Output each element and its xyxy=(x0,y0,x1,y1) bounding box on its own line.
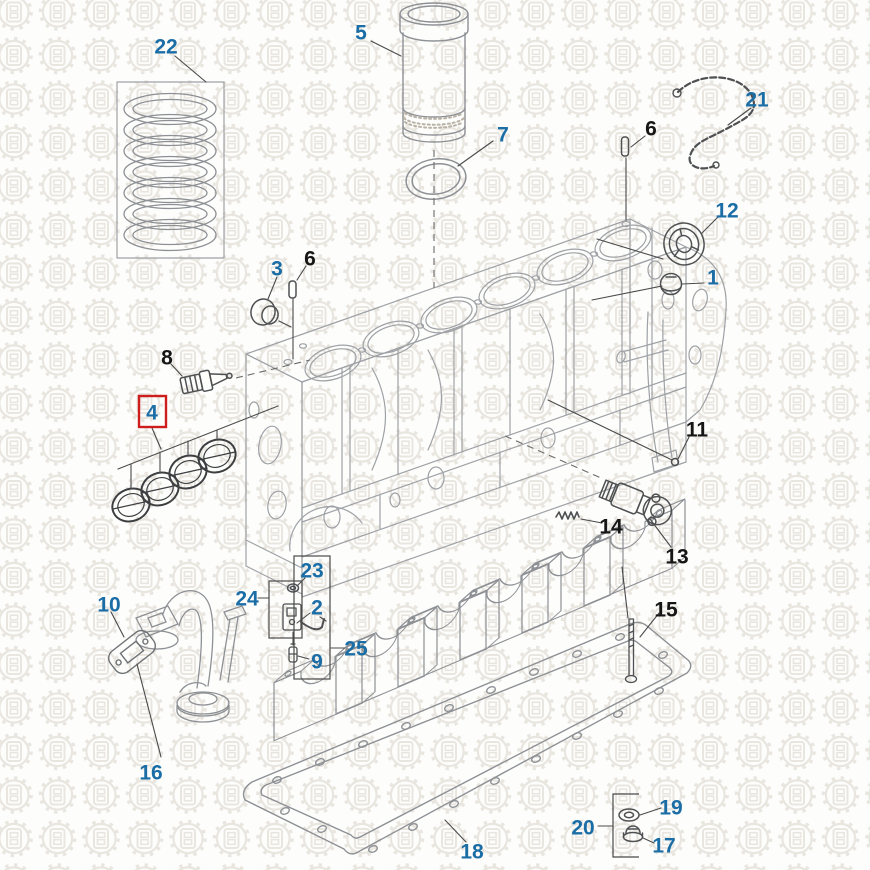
part-17-nut xyxy=(622,825,644,843)
part-label-9: 9 xyxy=(311,651,323,674)
part-2-cooling-nozzle xyxy=(282,603,327,631)
part-22-piston-ring-set xyxy=(123,92,217,252)
part-label-17: 17 xyxy=(652,835,675,858)
part-5-cylinder-liner xyxy=(399,2,469,143)
part-label-18: 18 xyxy=(460,841,484,864)
part-23-oring xyxy=(286,583,300,593)
part-label-12: 12 xyxy=(715,200,738,223)
part-label-16: 16 xyxy=(139,762,162,785)
highlight-box-part-4 xyxy=(137,394,168,429)
part-label-14: 14 xyxy=(599,516,623,539)
part-label-20: 20 xyxy=(571,817,594,840)
part-15-stud xyxy=(624,618,638,684)
part-label-19: 19 xyxy=(659,797,682,820)
part-label-4: 4 xyxy=(146,402,158,425)
part-6-dowel-pin-deck xyxy=(288,280,297,299)
part-21-cable xyxy=(676,76,755,170)
part-label-1: 1 xyxy=(707,267,719,290)
part-label-3: 3 xyxy=(271,258,283,281)
part-13-relief-valve xyxy=(598,479,673,527)
part-label-10: 10 xyxy=(97,594,120,617)
part-label-13: 13 xyxy=(665,546,688,569)
part-label-7: 7 xyxy=(497,124,509,147)
part-cylinder-block xyxy=(116,81,727,598)
part-8-sensor xyxy=(179,369,233,395)
leader-lines xyxy=(110,40,752,844)
part-label-15: 15 xyxy=(654,599,678,622)
part-3-cup-plug xyxy=(250,298,279,326)
group-box-24 xyxy=(268,580,303,639)
part-label-21: 21 xyxy=(745,89,769,112)
part-label-5: 5 xyxy=(355,22,367,45)
part-label-6-top: 6 xyxy=(645,118,657,141)
part-4-oring-set xyxy=(111,438,237,523)
part-10-suction-tube-gasket xyxy=(108,629,156,675)
part-12-seal xyxy=(663,222,705,266)
part-label-25: 25 xyxy=(344,638,368,661)
part-label-23: 23 xyxy=(300,560,323,583)
part-21-cable-ends xyxy=(672,88,720,169)
part-1-plug xyxy=(659,272,683,296)
part-18-oil-pan-gasket xyxy=(242,621,692,855)
part-label-22: 22 xyxy=(154,36,177,59)
part-label-11: 11 xyxy=(686,419,709,442)
hidden-line-dashes xyxy=(235,150,602,479)
part-6-dowel-pin-top xyxy=(620,136,630,157)
part-14-spring xyxy=(555,511,580,520)
part-label-2: 2 xyxy=(311,597,323,620)
part-label-8: 8 xyxy=(161,347,173,370)
part-19-washer xyxy=(618,808,640,822)
part-11-pipe-plug xyxy=(670,457,680,467)
part-label-6-deck: 6 xyxy=(304,248,316,271)
part-label-24: 24 xyxy=(235,588,259,611)
group-box-25 xyxy=(293,555,331,680)
part-16-oil-suction-tube xyxy=(135,590,247,723)
